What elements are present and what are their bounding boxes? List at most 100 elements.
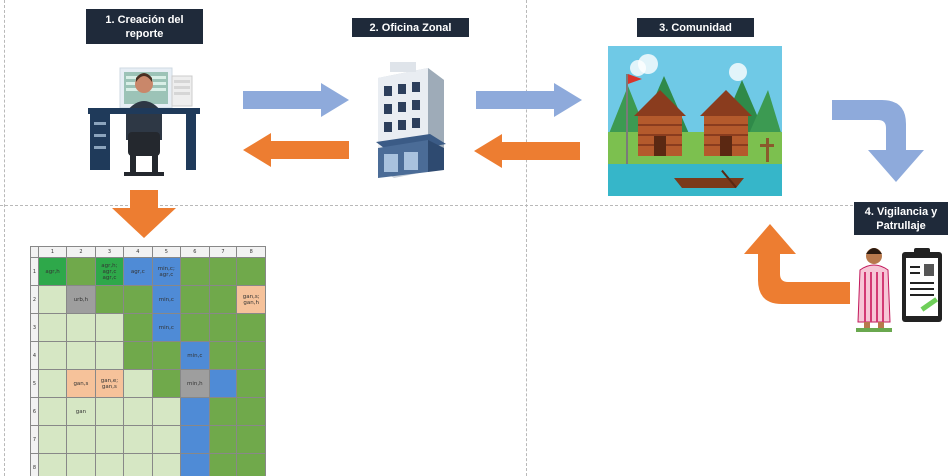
grid-row-header: 6 (30, 397, 39, 426)
grid-cell (37, 313, 68, 342)
grid-cell (37, 425, 68, 454)
arrow-down-1-grid (112, 190, 176, 238)
grid-cell (151, 425, 182, 454)
grid-cell (236, 425, 266, 454)
grid-cell (37, 341, 68, 370)
grid-cell (208, 313, 238, 342)
grid-cell (123, 341, 153, 370)
grid-cell (208, 425, 238, 454)
grid-col-header: 4 (123, 246, 153, 258)
grid-cell (94, 285, 125, 314)
step-1-label: 1. Creación del reporte (86, 9, 203, 44)
left-border-guide (4, 0, 5, 476)
grid-row: 6 gan (30, 397, 266, 426)
grid-cell (94, 425, 125, 454)
office-worker-computer-icon (86, 62, 202, 184)
grid-row: 2 urb,h min,c gan,s; gan,h (30, 285, 266, 314)
grid-cell (151, 453, 182, 476)
arrow-right-2-3 (476, 83, 582, 117)
grid-row: 4 min,c (30, 341, 266, 370)
grid-cell: min,c (180, 341, 210, 370)
grid-cell (123, 425, 153, 454)
grid-cell (236, 313, 266, 342)
grid-row-header: 8 (30, 453, 39, 476)
grid-row-header: 2 (30, 285, 39, 314)
grid-cell (123, 453, 153, 476)
grid-cell (94, 341, 125, 370)
arrow-curve-4-back (744, 224, 850, 304)
step-2-label: 2. Oficina Zonal (352, 18, 469, 37)
grid-cell: min,c (151, 285, 182, 314)
grid-cell: min,c; agr,c (151, 257, 182, 286)
grid-cell (236, 397, 266, 426)
grid-cell (180, 285, 210, 314)
community-village-icon (608, 46, 782, 196)
grid-cell (151, 397, 182, 426)
grid-cell (180, 453, 210, 476)
grid-col-header: 7 (208, 246, 238, 258)
step-4-label: 4. Vigilancia y Patrullaje (854, 202, 948, 235)
grid-cell (180, 313, 210, 342)
grid-cell (208, 397, 238, 426)
grid-cell (123, 313, 153, 342)
step-3-label: 3. Comunidad (637, 18, 754, 37)
grid-cell (208, 285, 238, 314)
grid-corner (30, 246, 39, 258)
grid-cell (37, 397, 68, 426)
grid-row: 7 (30, 425, 266, 454)
grid-cell: agr,h (37, 257, 68, 286)
arrow-left-2-1 (243, 133, 349, 167)
arrow-left-3-2 (474, 134, 580, 168)
grid-cell (66, 453, 96, 476)
grid-cell (94, 397, 125, 426)
grid-row-header: 3 (30, 313, 39, 342)
grid-cell (236, 453, 266, 476)
grid-cell (123, 369, 153, 398)
grid-cell: gan,e; gan,s (94, 369, 125, 398)
grid-cell (66, 425, 96, 454)
horizontal-divider-guide (0, 205, 948, 206)
grid-col-header: 6 (180, 246, 210, 258)
grid-col-header: 8 (236, 246, 266, 258)
grid-cell (208, 257, 238, 286)
grid-cell (37, 453, 68, 476)
grid-cell: agr,h; agr,c agr,c (94, 257, 125, 286)
grid-cell (180, 425, 210, 454)
grid-row-header: 7 (30, 425, 39, 454)
grid-cell (180, 397, 210, 426)
grid-cell (94, 453, 125, 476)
grid-cell (66, 313, 96, 342)
grid-cell (66, 257, 96, 286)
grid-row-header: 5 (30, 369, 39, 398)
grid-cell: gan,s; gan,h (236, 285, 266, 314)
grid-cell (94, 313, 125, 342)
grid-col-header: 3 (94, 246, 125, 258)
grid-cell (151, 369, 182, 398)
grid-cell: min,c (151, 313, 182, 342)
grid-cell: agr,c (123, 257, 153, 286)
grid-cell (236, 257, 266, 286)
grid-cell (123, 285, 153, 314)
grid-cell (208, 341, 238, 370)
grid-cell (37, 369, 68, 398)
grid-row: 8 (30, 453, 266, 476)
arrow-right-1-2 (243, 83, 349, 117)
grid-col-header: 1 (37, 246, 68, 258)
grid-cell (66, 341, 96, 370)
grid-col-header: 5 (151, 246, 182, 258)
grid-row-header: 4 (30, 341, 39, 370)
office-building-icon (376, 62, 446, 178)
grid-col-header: 2 (66, 246, 96, 258)
grid-cell: urb,h (66, 285, 96, 314)
grid-cell: gan (66, 397, 96, 426)
grid-cell (37, 285, 68, 314)
grid-cell (236, 369, 266, 398)
grid-row: 3 min,c (30, 313, 266, 342)
center-divider-guide (526, 0, 527, 476)
